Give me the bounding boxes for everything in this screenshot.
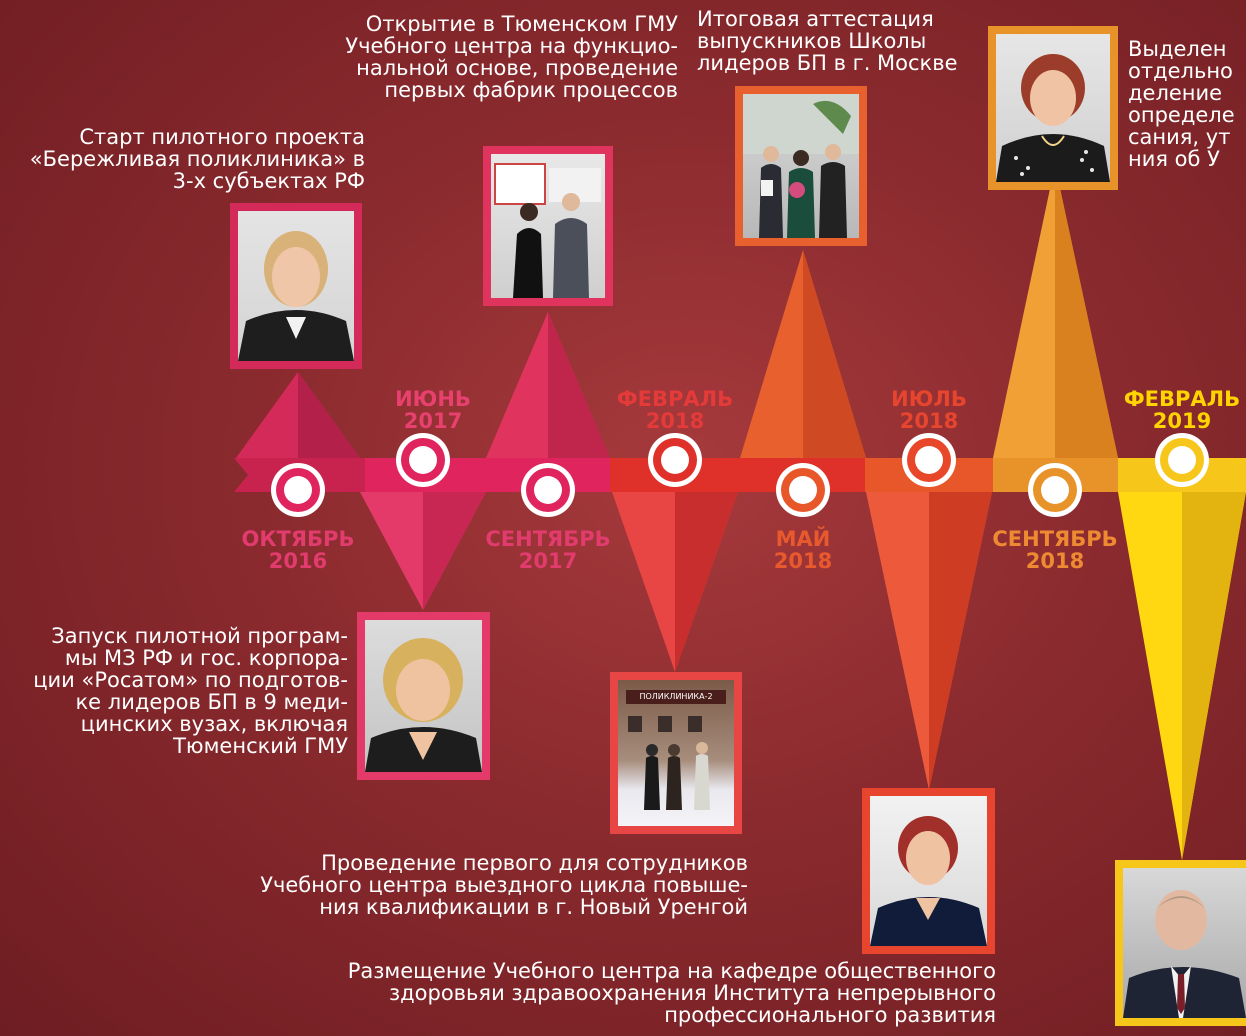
date-month: СЕНТЯБРЬ — [485, 527, 611, 551]
marker-feb2019 — [1155, 433, 1209, 487]
date-month: ИЮЛЬ — [891, 387, 967, 411]
event-caption-may2018: Итоговая аттестация выпускников Школы ли… — [697, 7, 958, 75]
photo-feb2019 — [1115, 860, 1246, 1026]
photo-jul2018 — [862, 788, 995, 954]
date-month: ОКТЯБРЬ — [241, 527, 355, 551]
date-feb2019: ФЕВРАЛЬ 2019 — [1107, 388, 1246, 432]
photo-jun2017 — [357, 612, 490, 780]
portrait-woman-blonde-short — [365, 620, 482, 772]
date-year: 2017 — [403, 409, 463, 433]
portrait-man-suit — [1123, 868, 1246, 1018]
portrait-woman-reddish-hair — [996, 34, 1110, 182]
marker-sep2018 — [1028, 463, 1082, 517]
marker-sep2017 — [521, 463, 575, 517]
date-sep2018: СЕНТЯБРЬ 2018 — [980, 528, 1130, 572]
photo-sep2018 — [988, 26, 1118, 190]
event-caption-oct2016: Старт пилотного проекта «Бережливая поли… — [29, 125, 365, 193]
event-caption-sep2018: Выделен отдельно деление определе сания,… — [1128, 38, 1235, 170]
photo-two-people-exhibit — [491, 154, 605, 298]
date-sep2017: СЕНТЯБРЬ 2017 — [473, 528, 623, 572]
event-caption-jun2017: Запуск пилотной програм- мы МЗ РФ и гос.… — [33, 624, 348, 758]
event-caption-jul2018: Размещение Учебного центра на кафедре об… — [347, 959, 996, 1027]
portrait-woman-blonde — [238, 211, 354, 361]
date-month: МАЙ — [775, 527, 831, 551]
date-year: 2018 — [645, 409, 705, 433]
date-month: ФЕВРАЛЬ — [1123, 387, 1241, 411]
date-year: 2018 — [773, 549, 833, 573]
date-feb2018: ФЕВРАЛЬ 2018 — [600, 388, 750, 432]
date-may2018: МАЙ 2018 — [728, 528, 878, 572]
date-year: 2017 — [518, 549, 578, 573]
marker-jul2018 — [902, 433, 956, 487]
date-year: 2018 — [1025, 549, 1085, 573]
photo-may2018 — [735, 86, 867, 246]
photo-group-winter-building: ПОЛИКЛИНИКА-2 — [618, 680, 734, 826]
portrait-woman-red-hair — [870, 796, 987, 946]
date-jun2017: ИЮНЬ 2017 — [358, 388, 508, 432]
building-sign: ПОЛИКЛИНИКА-2 — [626, 690, 726, 704]
event-caption-sep2017: Открытие в Тюменском ГМУ Учебного центра… — [345, 12, 678, 102]
photo-graduation-group — [743, 94, 859, 238]
marker-may2018 — [776, 463, 830, 517]
date-jul2018: ИЮЛЬ 2018 — [854, 388, 1004, 432]
photo-sep2017 — [483, 146, 613, 306]
marker-oct2016 — [271, 463, 325, 517]
date-year: 2018 — [899, 409, 959, 433]
date-month: ФЕВРАЛЬ — [616, 387, 734, 411]
date-month: СЕНТЯБРЬ — [992, 527, 1118, 551]
date-month: ИЮНЬ — [395, 387, 471, 411]
event-caption-feb2018: Проведение первого для сотрудников Учебн… — [260, 851, 748, 919]
date-oct2016: ОКТЯБРЬ 2016 — [223, 528, 373, 572]
timeline-band — [234, 458, 1246, 492]
date-year: 2019 — [1152, 409, 1212, 433]
up-spikes — [236, 165, 1118, 458]
date-year: 2016 — [268, 549, 328, 573]
timeline-markers — [271, 433, 1209, 517]
marker-feb2018 — [648, 433, 702, 487]
photo-feb2018: ПОЛИКЛИНИКА-2 — [610, 672, 742, 834]
photo-oct2016 — [230, 203, 362, 369]
down-spikes — [360, 492, 1246, 860]
marker-jun2017 — [396, 433, 450, 487]
